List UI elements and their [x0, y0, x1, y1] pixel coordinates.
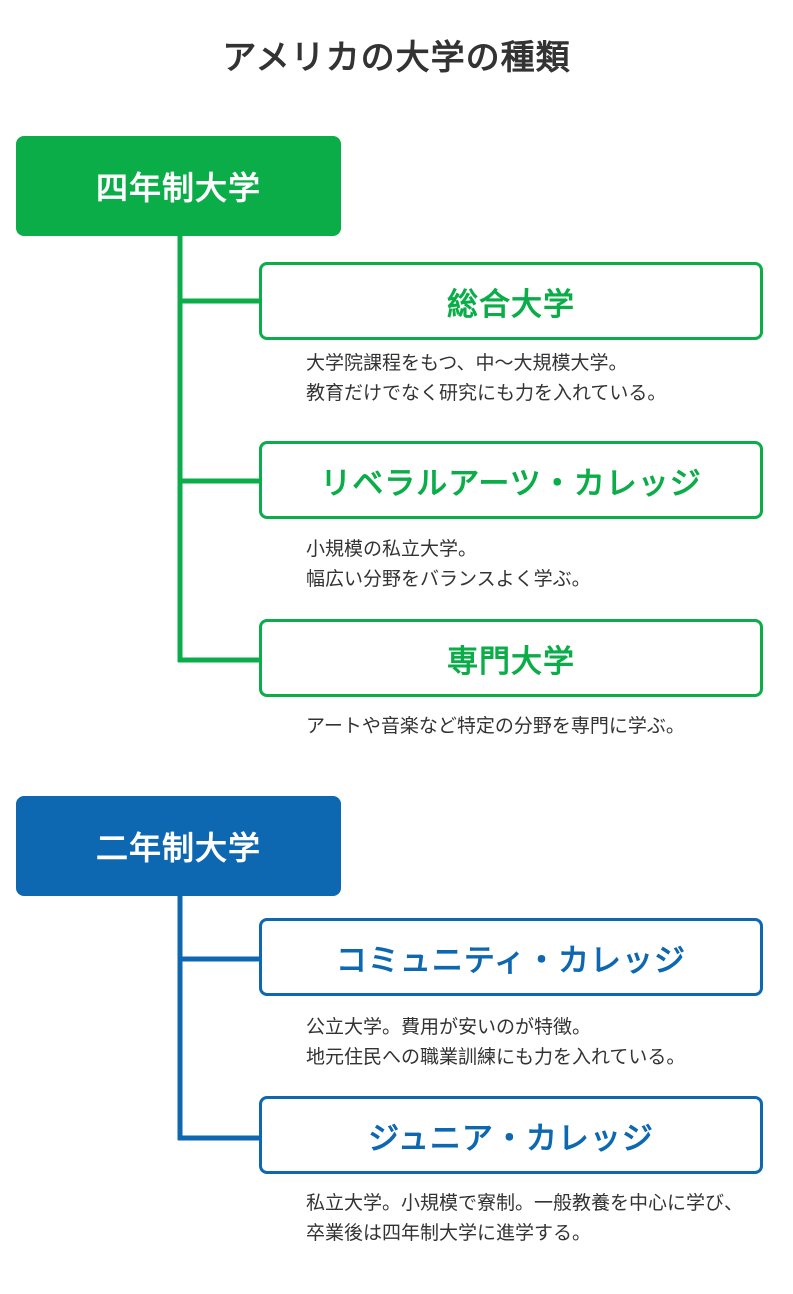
desc-line: 教育だけでなく研究にも力を入れている。: [306, 382, 667, 404]
node-specialized-college: 専門大学: [259, 619, 763, 697]
node-liberal-arts-college: リベラルアーツ・カレッジ: [259, 441, 763, 519]
desc-line: 小規模の私立大学。: [306, 538, 478, 560]
page-title: アメリカの大学の種類: [222, 38, 571, 78]
desc-junior-college: 私立大学。小規模で寮制。一般教養を中心に学び、 卒業後は四年制大学に進学する。: [306, 1188, 786, 1248]
desc-line: 幅広い分野をバランスよく学ぶ。: [306, 568, 591, 590]
desc-specialized-college: アートや音楽など特定の分野を専門に学ぶ。: [306, 711, 786, 741]
desc-line: 地元住民への職業訓練にも力を入れている。: [306, 1046, 686, 1068]
desc-liberal-arts-college: 小規模の私立大学。 幅広い分野をバランスよく学ぶ。: [306, 534, 786, 594]
desc-line: 卒業後は四年制大学に進学する。: [306, 1222, 592, 1244]
category-two-year: 二年制大学: [16, 796, 341, 896]
category-four-year: 四年制大学: [16, 136, 341, 236]
node-community-college: コミュニティ・カレッジ: [259, 918, 763, 996]
desc-line: 大学院課程をもつ、中〜大規模大学。: [306, 352, 628, 374]
desc-line: アートや音楽など特定の分野を専門に学ぶ。: [306, 715, 685, 737]
desc-community-college: 公立大学。費用が安いのが特徴。 地元住民への職業訓練にも力を入れている。: [306, 1012, 786, 1072]
desc-line: 公立大学。費用が安いのが特徴。: [306, 1016, 592, 1038]
node-comprehensive-university: 総合大学: [259, 262, 763, 340]
desc-line: 私立大学。小規模で寮制。一般教養を中心に学び、: [306, 1192, 744, 1214]
node-junior-college: ジュニア・カレッジ: [259, 1096, 763, 1174]
desc-comprehensive-university: 大学院課程をもつ、中〜大規模大学。 教育だけでなく研究にも力を入れている。: [306, 348, 786, 408]
